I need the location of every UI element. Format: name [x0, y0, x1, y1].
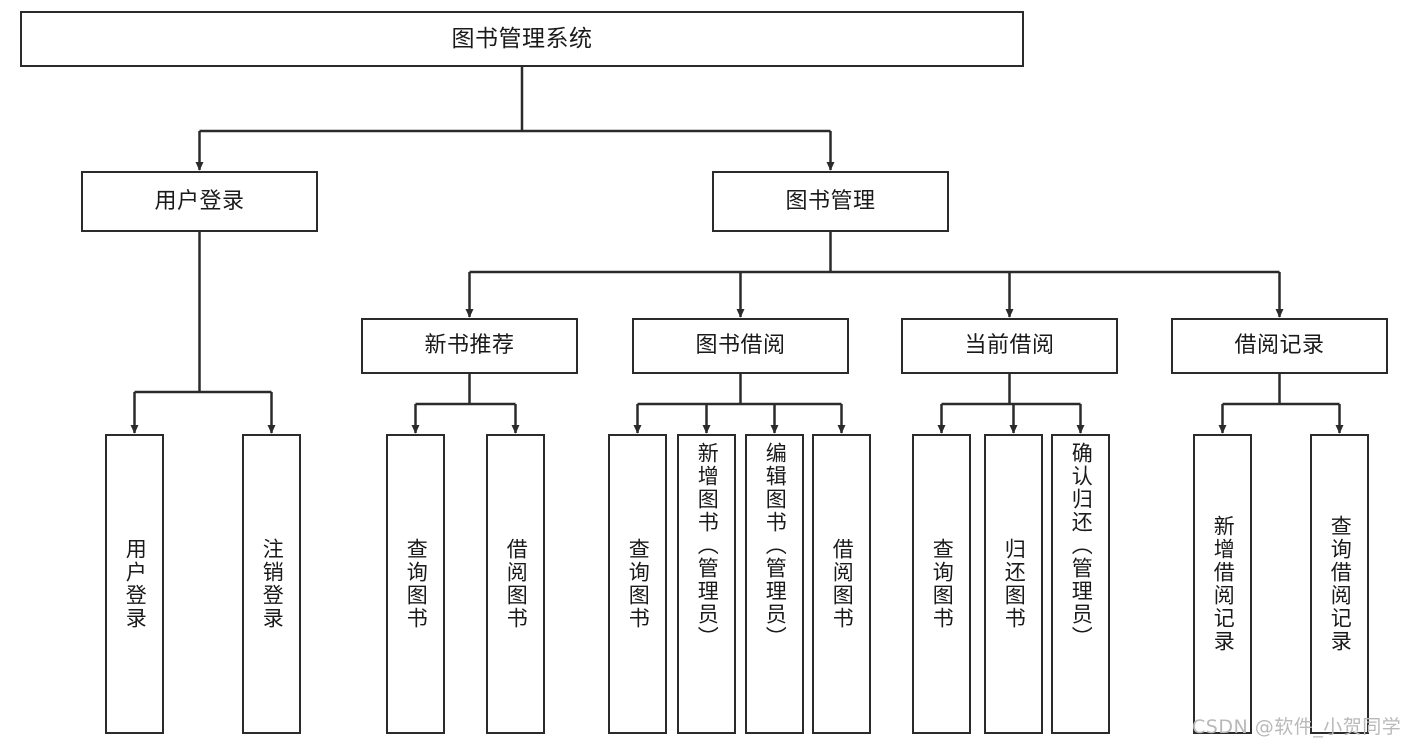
node-l-cur-query[interactable]: 查询图书 [912, 434, 971, 734]
node-login[interactable]: 用户登录 [81, 171, 318, 232]
node-l-login[interactable]: 用户登录 [105, 434, 164, 734]
node-l-rec-query[interactable]: 查询借阅记录 [1310, 434, 1369, 734]
node-label: 查询图书 [404, 538, 429, 630]
node-l-cur-conf[interactable]: 确认归还（管理员） [1051, 434, 1110, 734]
node-label: 借阅图书 [830, 538, 855, 630]
node-l-bk-edit[interactable]: 编辑图书（管理员） [745, 434, 804, 734]
node-l-bk-add[interactable]: 新增图书（管理员） [677, 434, 736, 734]
node-label: 图书管理系统 [451, 25, 593, 52]
node-label: 用户登录 [123, 538, 148, 630]
node-label: 新增借阅记录 [1211, 515, 1236, 653]
node-records[interactable]: 借阅记录 [1171, 318, 1388, 374]
watermark-label: CSDN @软件_小贺同学 [1192, 716, 1402, 738]
node-label: 归还图书 [1002, 538, 1027, 630]
node-l-nb-query[interactable]: 查询图书 [386, 434, 445, 734]
node-label: 新书推荐 [424, 333, 515, 358]
node-label: 借阅记录 [1234, 333, 1325, 358]
node-label: 确认归还（管理员） [1069, 442, 1094, 649]
node-root[interactable]: 图书管理系统 [20, 11, 1024, 67]
node-label: 图书借阅 [695, 333, 786, 358]
node-label: 编辑图书（管理员） [763, 442, 788, 649]
node-bookmgmt[interactable]: 图书管理 [712, 171, 949, 232]
edge-layer [130, 67, 1344, 434]
node-l-cur-ret[interactable]: 归还图书 [984, 434, 1043, 734]
node-label: 查询借阅记录 [1328, 515, 1353, 653]
node-l-bk-query[interactable]: 查询图书 [608, 434, 667, 734]
node-current[interactable]: 当前借阅 [901, 318, 1118, 374]
node-label: 注销登录 [260, 538, 285, 630]
node-label: 查询图书 [930, 538, 955, 630]
node-label: 借阅图书 [504, 538, 529, 630]
node-l-nb-borrow[interactable]: 借阅图书 [486, 434, 545, 734]
node-l-rec-add[interactable]: 新增借阅记录 [1193, 434, 1252, 734]
node-newbook[interactable]: 新书推荐 [361, 318, 578, 374]
node-label: 新增图书（管理员） [695, 442, 720, 649]
node-label: 查询图书 [626, 538, 651, 630]
node-label: 用户登录 [154, 188, 245, 214]
node-l-logout[interactable]: 注销登录 [242, 434, 301, 734]
node-label: 图书管理 [785, 188, 876, 214]
node-borrow[interactable]: 图书借阅 [632, 318, 849, 374]
node-l-bk-borrow[interactable]: 借阅图书 [812, 434, 871, 734]
node-label: 当前借阅 [964, 333, 1055, 358]
